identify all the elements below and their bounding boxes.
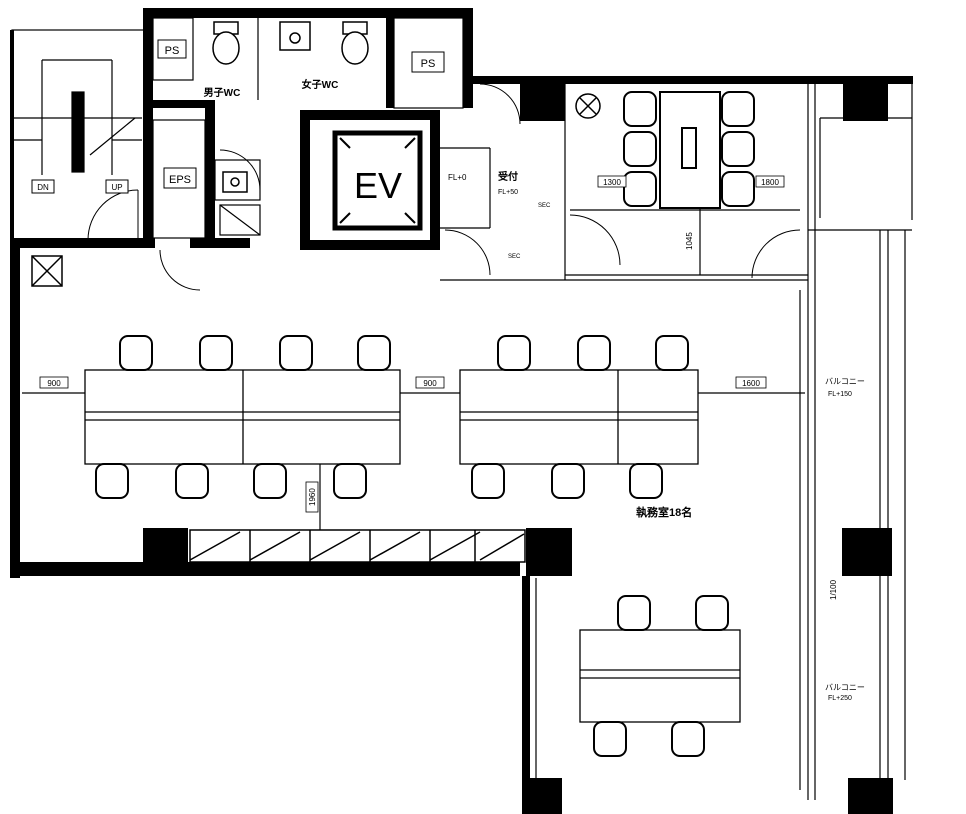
dim-mid-gap: 900 [423, 379, 437, 388]
desk-group-right [459, 369, 699, 465]
sec-label-bottom: SEC [508, 254, 521, 260]
slope-label: 1/100 [829, 579, 838, 600]
stair-down-label: DN [37, 183, 49, 192]
dim-meeting-door: 1045 [685, 232, 694, 250]
reception-fl-label: FL+50 [498, 189, 518, 196]
thin-lines [11, 17, 913, 800]
walls [10, 8, 913, 814]
elevator: EV [332, 130, 423, 231]
doors [87, 83, 801, 291]
ev-label: EV [354, 165, 402, 206]
room-labels: PS PS EPS 男子WC 女子WC DN UP FL+0 受付 FL+50 … [31, 39, 865, 702]
balcony-bottom-label: バルコニー [825, 683, 865, 692]
desk-group-lower [579, 629, 741, 723]
dim-right-gap: 1600 [742, 379, 760, 388]
dim-meeting-right: 1800 [761, 178, 779, 187]
ps-label-left: PS [165, 45, 180, 57]
dim-aisle: 1960 [308, 488, 317, 506]
office-label: 執務室18名 [636, 505, 692, 519]
meeting-table [623, 91, 755, 209]
window-band [189, 529, 526, 563]
dim-left-gap: 900 [47, 379, 61, 388]
shaft-markers [31, 93, 601, 287]
sec-label-left: SEC [538, 203, 551, 209]
balcony-top-fl: FL+150 [828, 391, 852, 398]
women-wc-label: 女子WC [302, 78, 339, 91]
men-wc-label: 男子WC [204, 87, 241, 99]
fl-small-label: FL+0 [448, 173, 467, 182]
dim-meeting-left: 1300 [603, 178, 621, 187]
dimension-labels: 900 900 1600 1300 1800 1045 1960 [39, 175, 785, 513]
desk-islands [84, 369, 741, 723]
toilet-fixtures [212, 21, 369, 193]
eps-label: EPS [169, 174, 191, 186]
balcony-top-label: バルコニー [825, 377, 865, 386]
reception-label: 受付 [498, 170, 518, 183]
stair-up-label: UP [111, 183, 122, 192]
ps-label-right: PS [421, 58, 436, 70]
chairs [95, 335, 729, 757]
balcony-bottom-fl: FL+250 [828, 695, 852, 702]
